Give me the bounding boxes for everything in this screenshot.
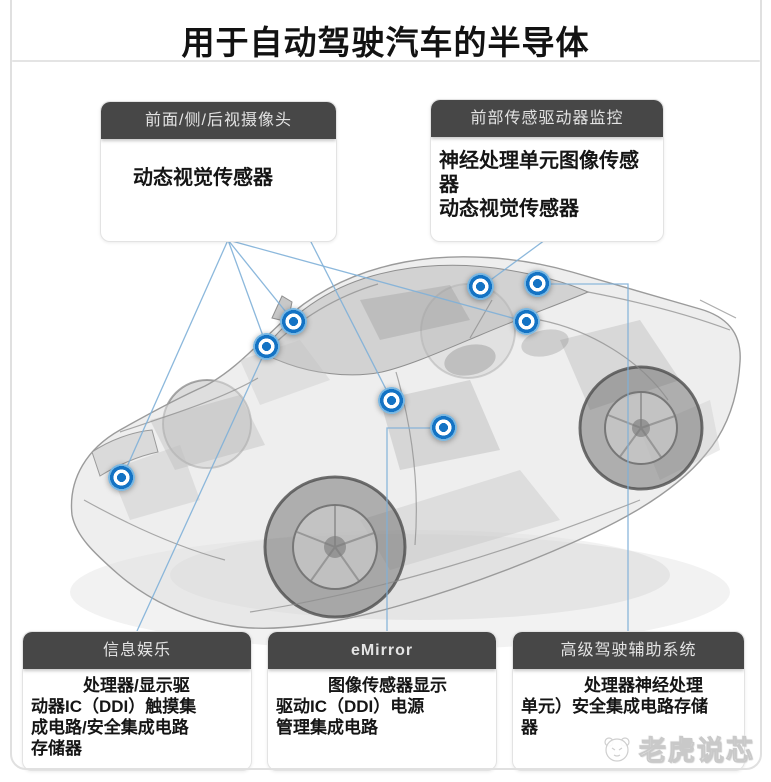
camera-box-to-cowl-connector-line bbox=[227, 239, 268, 348]
camera-box-to-center-console-connector-line bbox=[309, 239, 393, 402]
callout-emirror: eMirror 图像传感器显示 驱动IC（DDI）电源 管理集成电路 bbox=[267, 631, 497, 771]
emirror-box-to-cabin-seat-connector-line bbox=[386, 427, 444, 631]
seat-shape-2 bbox=[521, 329, 569, 357]
camera-box-to-side-mirror-connector-line bbox=[227, 239, 295, 323]
callout-infotainment-body: 处理器/显示驱 动器IC（DDI）触摸集 成电路/安全集成电路 存储器 bbox=[31, 676, 197, 758]
side-mirror-marker bbox=[280, 308, 307, 335]
near-front-wheel bbox=[263, 475, 407, 619]
center-console-marker bbox=[378, 387, 405, 414]
callout-header-label: eMirror bbox=[350, 642, 414, 659]
callout-front-side-rear-camera: 前面/侧/后视摄像头 动态视觉传感器 bbox=[100, 101, 337, 242]
adas-box-to-roof-rear-connector-line bbox=[538, 283, 629, 631]
callout-adas-header: 高级驾驶辅助系统 bbox=[513, 632, 744, 669]
callout-front-sensing-driver-monitor-header: 前部传感驱动器监控 bbox=[431, 100, 663, 137]
title-divider bbox=[12, 60, 760, 62]
roof-rear-marker bbox=[524, 270, 551, 297]
rear-deck-marker bbox=[513, 308, 540, 335]
callout-header-label: 高级驾驶辅助系统 bbox=[560, 642, 697, 659]
car-mosaic-patches bbox=[110, 285, 720, 570]
callout-emirror-body: 图像传感器显示 驱动IC（DDI）电源 管理集成电路 bbox=[276, 676, 447, 737]
callout-adas-body: 处理器神经处理 单元）安全集成电路存储 器 bbox=[521, 676, 708, 737]
car-body bbox=[70, 256, 741, 629]
callout-header-label: 前部传感驱动器监控 bbox=[470, 110, 624, 127]
callout-front-side-rear-camera-body: 动态视觉传感器 bbox=[133, 167, 273, 189]
near-rear-wheel bbox=[578, 365, 704, 491]
front-bumper-marker bbox=[108, 464, 135, 491]
seat-shape bbox=[444, 344, 496, 376]
camera-box-to-front-bumper-connector-line bbox=[121, 239, 229, 479]
infotainment-box-to-cowl-connector-line bbox=[136, 346, 268, 632]
cabin-seat-marker bbox=[430, 414, 457, 441]
camera-box-to-rear-deck-connector-line bbox=[227, 239, 528, 323]
page-title: 用于自动驾驶汽车的半导体 bbox=[181, 24, 590, 61]
callout-adas: 高级驾驶辅助系统 处理器神经处理 单元）安全集成电路存储 器 bbox=[512, 631, 745, 771]
callout-infotainment-header: 信息娱乐 bbox=[23, 632, 251, 669]
callout-front-side-rear-camera-header: 前面/侧/后视摄像头 bbox=[101, 102, 336, 139]
callout-infotainment: 信息娱乐 处理器/显示驱 动器IC（DDI）触摸集 成电路/安全集成电路 存储器 bbox=[22, 631, 252, 771]
car-greenhouse bbox=[261, 264, 590, 376]
brand-watermark: 老虎说芯 bbox=[601, 729, 755, 768]
tiger-logo-icon bbox=[604, 736, 630, 762]
callout-header-label: 前面/侧/后视摄像头 bbox=[145, 112, 292, 129]
car-detail-lines bbox=[83, 283, 737, 613]
callout-front-sensing-driver-monitor: 前部传感驱动器监控 神经处理单元图像传感器 动态视觉传感器 bbox=[430, 99, 664, 242]
callout-front-sensing-driver-monitor-body: 神经处理单元图像传感器 动态视觉传感器 bbox=[439, 150, 639, 220]
roof-front-marker bbox=[467, 273, 494, 300]
callout-emirror-header: eMirror bbox=[268, 632, 496, 669]
watermark-text: 老虎说芯 bbox=[639, 736, 755, 767]
callout-header-label: 信息娱乐 bbox=[102, 642, 171, 659]
windshield-cowl-marker bbox=[253, 333, 280, 360]
